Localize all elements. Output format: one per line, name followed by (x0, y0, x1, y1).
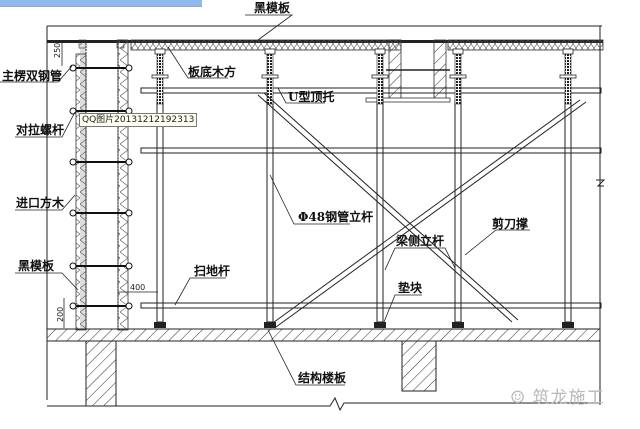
label-main-double-steel-pipe: 主楞双钢管 (2, 68, 62, 83)
structural-floor-slab (46, 328, 601, 412)
scissor-braces (257, 92, 587, 328)
horizontal-ledgers (140, 87, 602, 309)
dimension-marks (61, 40, 158, 328)
top-slab (47, 39, 604, 103)
label-slab-bottom-timber: 板底木方 (188, 64, 236, 79)
dim-top-offset: 250 (53, 43, 62, 58)
window-title-bar (0, 0, 202, 7)
watermark: ☺ 筑龙施工 (510, 383, 605, 408)
dim-pole-spacing: 400 (130, 283, 145, 292)
left-wall-formwork (75, 39, 129, 331)
dim-bottom-offset: 200 (56, 307, 65, 322)
label-beam-side-pole: 梁侧立杆 (395, 233, 444, 248)
label-scissor-brace: 剪刀撑 (492, 216, 528, 231)
label-black-formwork-top: 黑模板 (254, 0, 291, 15)
label-tie-bolt: 对拉螺杆 (16, 122, 64, 137)
image-tooltip: QQ图片20131212192313 (79, 113, 198, 127)
tie-bolts (70, 67, 132, 307)
wechat-icon: ☺ (510, 388, 533, 408)
watermark-text: 筑龙施工 (532, 388, 605, 408)
label-pad-block: 垫块 (398, 280, 423, 295)
u-jack-heads (151, 48, 577, 105)
label-structural-floor: 结构楼板 (298, 370, 347, 385)
label-sweep-pole: 扫地杆 (194, 263, 230, 278)
leader-lines (0, 14, 530, 386)
label-black-formwork-side: 黑模板 (18, 258, 55, 273)
label-u-jack: U型顶托 (288, 89, 334, 104)
pad-blocks (154, 322, 574, 328)
label-steel-pipe-pole: Φ48钢管立杆 (298, 209, 373, 224)
label-imported-timber: 进口方木 (16, 195, 65, 210)
